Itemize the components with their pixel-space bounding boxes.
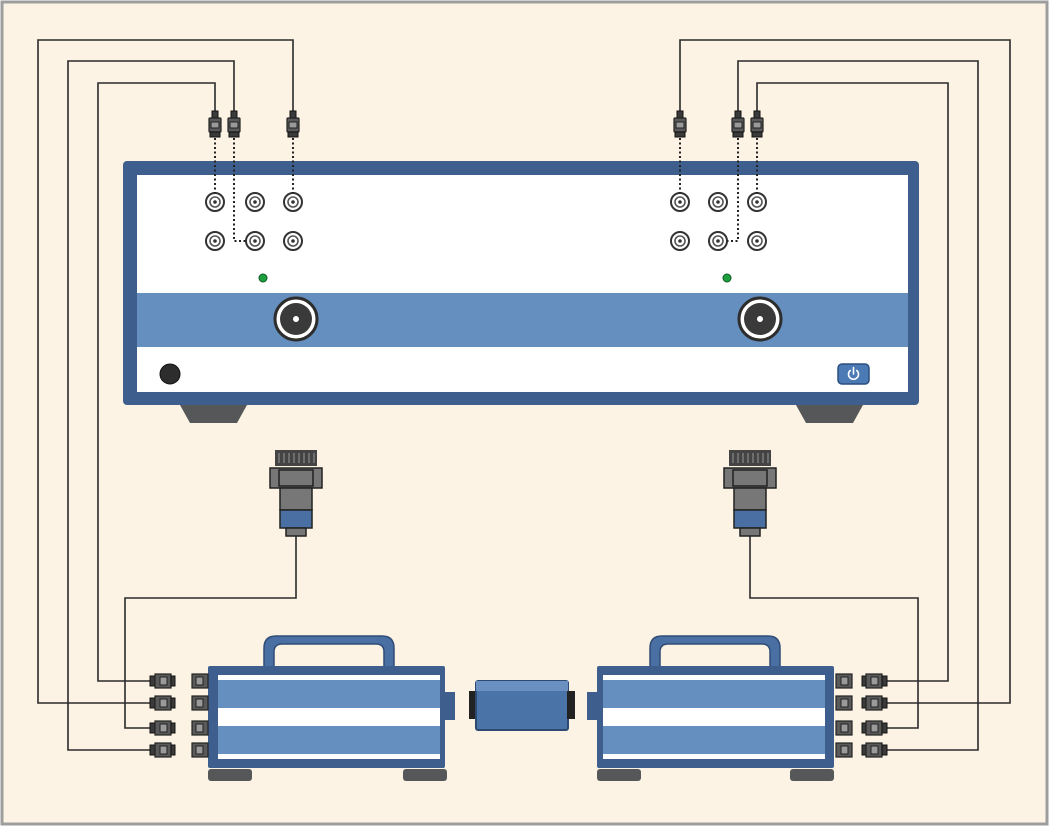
panel-foot-right — [796, 405, 863, 423]
top-connectors — [208, 110, 764, 138]
cable-left-1 — [37, 39, 294, 704]
connector-top-r2 — [731, 110, 745, 138]
connector-top-r3 — [750, 110, 764, 138]
port-right-a3[interactable] — [747, 192, 767, 212]
connector-top-l1 — [208, 110, 222, 138]
knob-right[interactable] — [737, 296, 783, 342]
cable-left-2 — [67, 60, 235, 751]
port-right-a2[interactable] — [708, 192, 728, 212]
led-left — [258, 273, 268, 283]
thru-adapter[interactable] — [469, 680, 575, 731]
dotted-links — [214, 138, 758, 242]
round-button-icon[interactable] — [159, 363, 181, 385]
connector-top-r1 — [673, 110, 687, 138]
cable-left-3 — [97, 82, 216, 682]
cables — [37, 39, 1011, 751]
port-left-b1[interactable] — [205, 231, 225, 251]
module-left-ports — [149, 673, 209, 758]
port-right-b1[interactable] — [670, 231, 690, 251]
port-left-b3[interactable] — [283, 231, 303, 251]
cable-left-4 — [124, 536, 297, 729]
port-right-b3[interactable] — [747, 231, 767, 251]
panel-face-top — [137, 175, 908, 293]
port-left-a2[interactable] — [245, 192, 265, 212]
port-group-right — [670, 192, 767, 283]
adapter-left — [269, 450, 323, 537]
port-left-b2[interactable] — [245, 231, 265, 251]
cable-right-1 — [679, 39, 1011, 704]
port-left-a3[interactable] — [283, 192, 303, 212]
cable-right-4 — [749, 536, 919, 729]
adapter-right — [723, 450, 777, 537]
port-right-a1[interactable] — [670, 192, 690, 212]
connector-top-l2 — [227, 110, 241, 138]
panel-foot-left — [180, 405, 247, 423]
port-left-a1[interactable] — [205, 192, 225, 212]
port-right-b2[interactable] — [708, 231, 728, 251]
power-button[interactable] — [837, 363, 870, 385]
knob-left[interactable] — [273, 296, 319, 342]
calibration-module-left — [149, 635, 455, 781]
port-group-left — [205, 192, 303, 283]
led-right — [722, 273, 732, 283]
calibration-module-right — [587, 635, 888, 781]
panel-band — [137, 293, 908, 347]
analyzer-front-panel — [123, 161, 919, 423]
power-icon — [847, 366, 860, 380]
cable-right-3 — [756, 82, 949, 682]
connector-top-l3 — [286, 110, 300, 138]
cable-right-2 — [737, 60, 979, 751]
panel-face-bottom — [137, 347, 908, 392]
module-right-ports — [835, 673, 888, 758]
